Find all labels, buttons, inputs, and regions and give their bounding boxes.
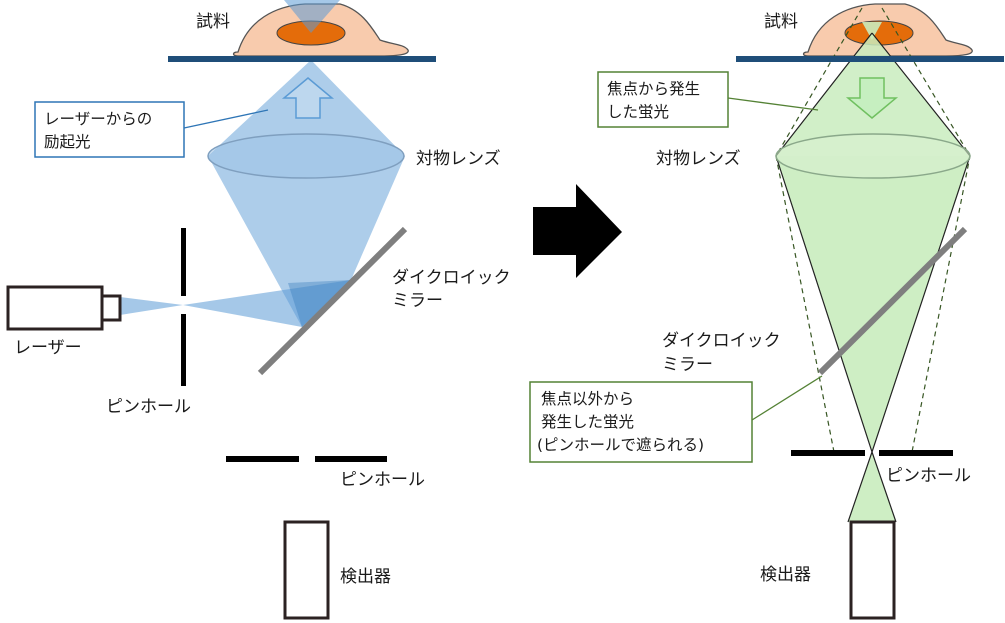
pinhole-1-bottom [181,314,186,386]
callout-left-line1: レーザーからの [44,110,152,128]
fluorescence-lower-cone [776,156,970,452]
excitation-lower-cone [208,156,405,327]
sample-stage-right [736,56,1004,62]
left-objective-label: 対物レンズ [416,149,501,169]
dichroic-beam-overlap [288,280,351,327]
pinhole-2-left [226,456,299,462]
laser-nozzle [100,294,122,322]
pinhole-right-left [791,450,865,456]
excitation-up-arrow-icon [281,77,335,119]
right-sample-label: 試料 [764,12,798,32]
detector [283,520,330,620]
right-panel: 焦点から発生 した蛍光 焦点以外から 発生した蛍光 (ピンホールで遮られる) 試… [529,3,1004,620]
callout-focus-line2: した蛍光 [607,103,669,121]
pinhole-right-right [879,450,953,456]
callout-focus-line1: 焦点から発生 [607,80,700,98]
pinhole-1-label: ピンホール [106,397,191,417]
callout-out-line2: 発生した蛍光 [541,413,634,431]
right-pinhole-label: ピンホール [886,466,971,486]
pinhole-1-top [181,228,186,296]
objective-lens-right [775,133,971,179]
left-panel: レーザーからの 励起光 試料 対物レンズ ダイクロイック ミラー レーザー ピン… [6,0,511,620]
fluorescence-outline-right [871,32,971,523]
sample-stage [168,56,436,62]
callout-focus-leader [727,97,819,111]
callout-out-box [529,381,753,463]
callout-left-box [34,101,185,158]
dichroic-mirror [257,226,408,376]
right-objective-label: 対物レンズ [656,149,741,169]
detector-right [849,520,896,620]
objective-lens [207,133,405,179]
pinhole-2-right [315,456,387,462]
laser-body [6,285,104,331]
callout-left-line2: 励起光 [44,133,91,151]
left-dichroic-label-1: ダイクロイック [392,268,511,288]
callout-out-leader [751,375,823,421]
left-sample-label: 試料 [196,12,230,32]
right-dichroic-label-1: ダイクロイック [662,331,781,351]
dichroic-mirror-right [817,226,968,376]
callout-out-line3: (ピンホールで遮られる) [537,436,704,454]
right-detector-label: 検出器 [760,565,811,585]
laser-label: レーザー [14,338,82,358]
callout-left-leader [183,109,269,129]
fluorescence-detector-cone [848,452,896,522]
fluorescence-outline-left [775,32,873,523]
right-dichroic-label-2: ミラー [662,355,713,375]
excitation-laser-beam-right [183,280,351,327]
pinhole-2-label: ピンホール [340,470,425,490]
fluorescence-down-arrow-icon [845,77,899,119]
callout-out-line1: 焦点以外から [541,390,634,408]
excitation-top-cone [284,0,340,33]
transition-arrow-icon [533,184,622,278]
excitation-laser-beam-left [120,297,183,315]
left-detector-label: 検出器 [340,567,391,587]
callout-focus-box [597,71,729,128]
fluorescence-focus-tip [862,22,882,40]
left-dichroic-label-2: ミラー [392,291,443,311]
